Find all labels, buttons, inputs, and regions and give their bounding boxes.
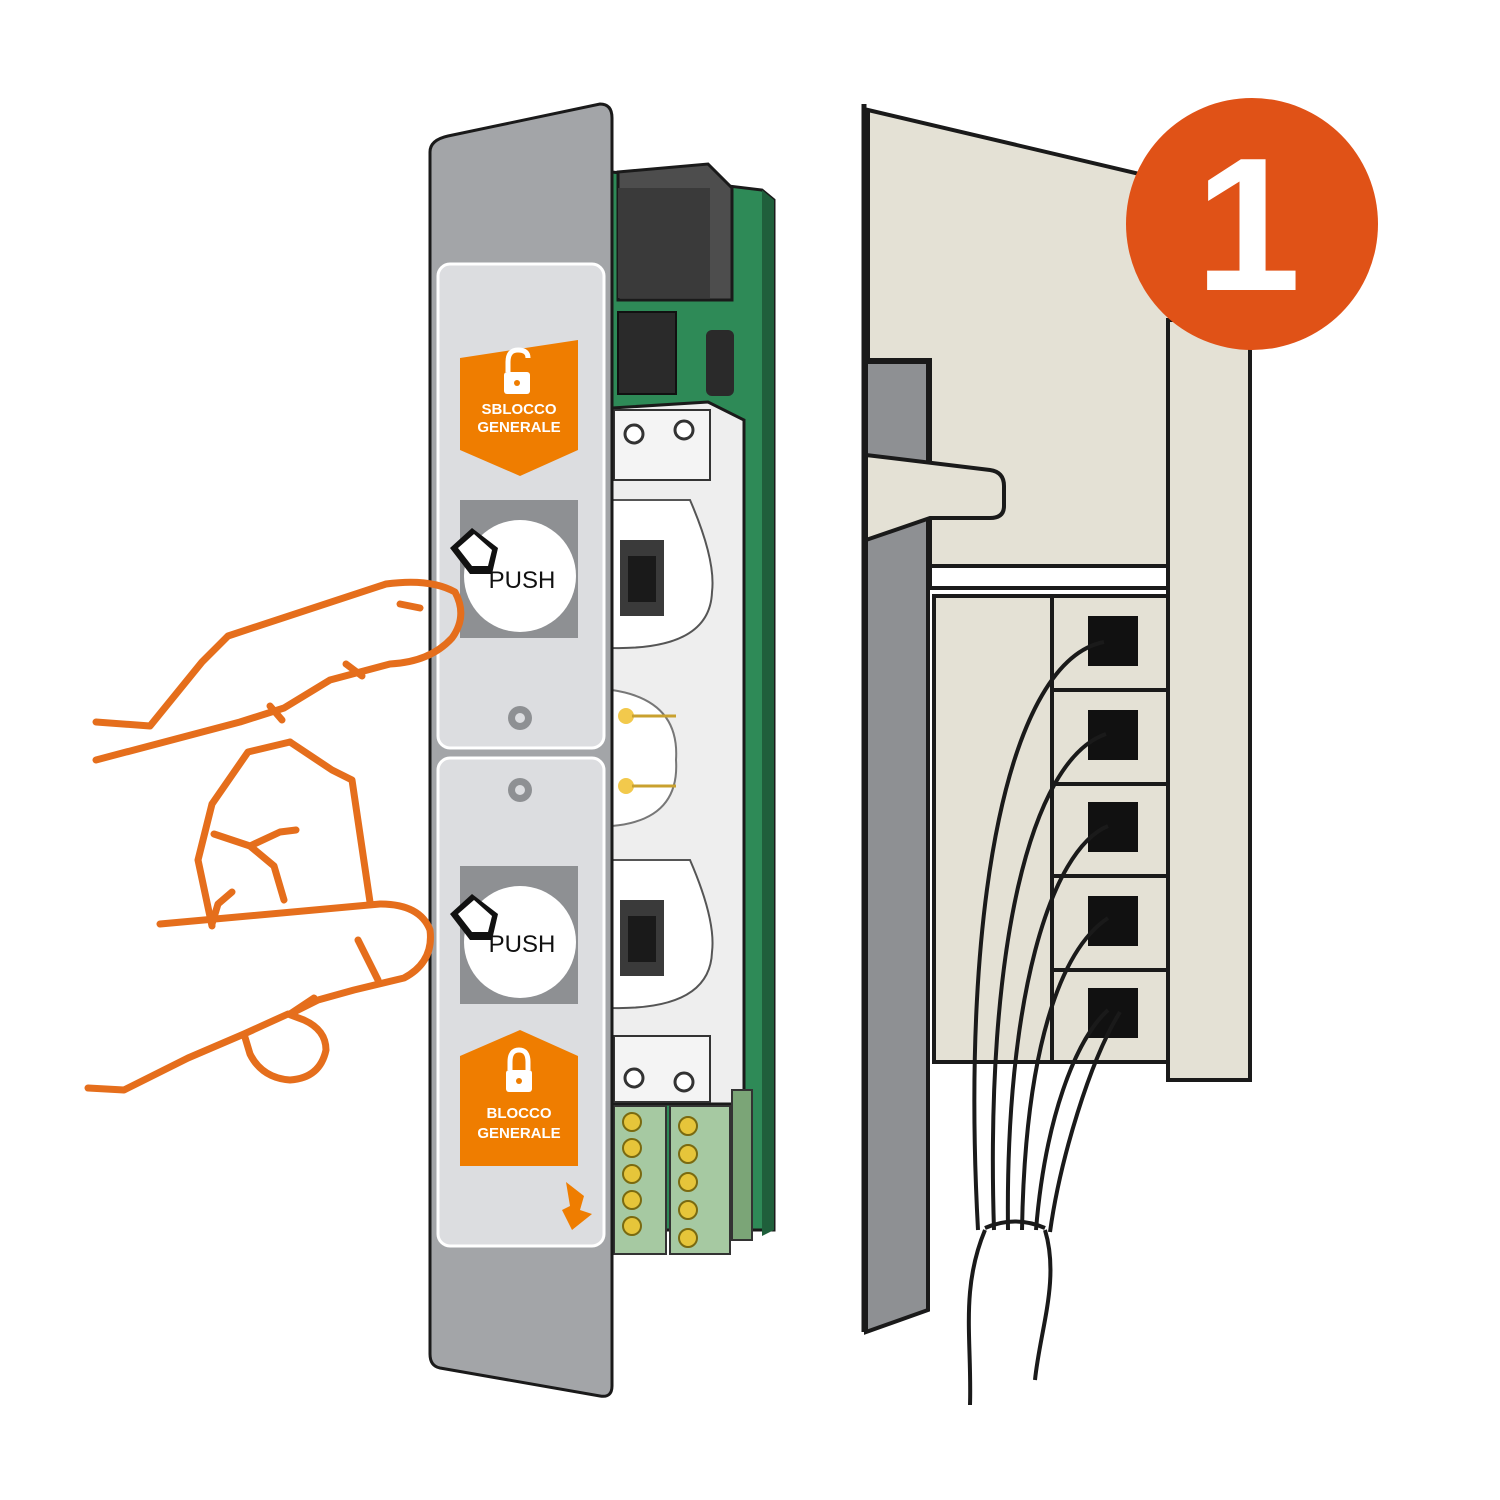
hand-outline-icon bbox=[84, 578, 465, 1094]
lock-label-line1: BLOCCO bbox=[487, 1105, 552, 1122]
lock-badge: BLOCCO GENERALE bbox=[460, 1030, 578, 1166]
finger-press-icon bbox=[450, 528, 498, 574]
unlock-badge: SBLOCCO GENERALE bbox=[460, 340, 578, 476]
finger-press-icon bbox=[450, 894, 498, 940]
closed-padlock-icon bbox=[506, 1047, 532, 1092]
unlock-label-line2: GENERALE bbox=[477, 419, 560, 436]
lock-label-line2: GENERALE bbox=[477, 1125, 560, 1142]
lock-push-label: PUSH bbox=[489, 931, 556, 958]
terminal-block bbox=[932, 594, 1170, 1064]
wall-enclosure bbox=[861, 104, 1252, 1406]
front-panel: SBLOCCO GENERALE PUSH PUSH bbox=[428, 102, 614, 1398]
wire-bundle bbox=[966, 640, 1122, 1406]
unlock-label-line1: SBLOCCO bbox=[482, 401, 557, 418]
module-body bbox=[610, 162, 776, 1255]
screw-terminals bbox=[613, 1089, 753, 1255]
arrow-down-icon bbox=[562, 1182, 592, 1230]
open-padlock-icon bbox=[504, 347, 531, 394]
latch-hook bbox=[864, 452, 1006, 543]
step-badge: 1 bbox=[1126, 98, 1378, 350]
lock-push-button[interactable]: PUSH bbox=[450, 866, 578, 1004]
unlock-push-label: PUSH bbox=[489, 567, 556, 594]
step-number: 1 bbox=[1195, 119, 1301, 331]
unlock-push-button[interactable]: PUSH bbox=[450, 500, 578, 638]
